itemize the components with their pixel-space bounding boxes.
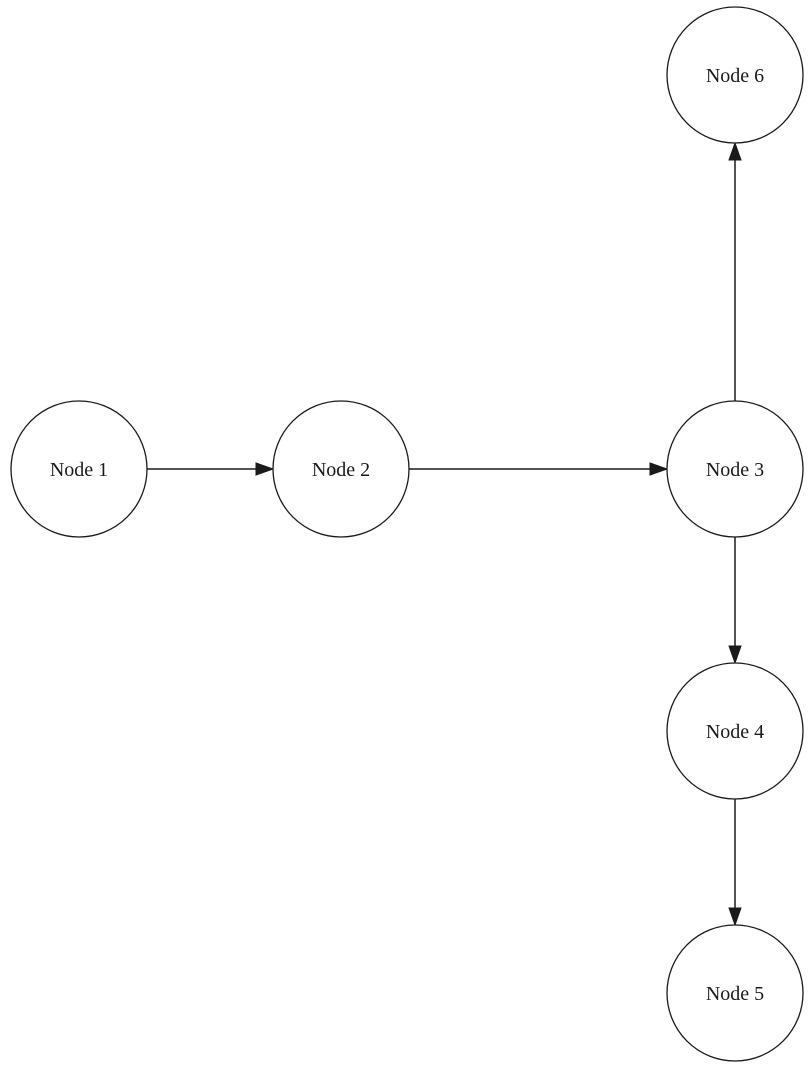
node-4: Node 4 <box>666 662 804 800</box>
arrowhead-icon <box>255 462 275 476</box>
edge-n4-n5 <box>728 799 742 927</box>
node-circle <box>272 400 410 538</box>
node-circle <box>666 662 804 800</box>
node-label: Node 1 <box>50 459 108 481</box>
node-label: Node 3 <box>706 459 764 481</box>
node-circle <box>10 400 148 538</box>
node-label: Node 5 <box>706 983 764 1005</box>
node-circle <box>666 6 804 144</box>
edge-n1-n2 <box>147 462 275 476</box>
node-2: Node 2 <box>272 400 410 538</box>
node-1: Node 1 <box>10 400 148 538</box>
edge-n3-n4 <box>728 537 742 665</box>
node-circle <box>666 924 804 1062</box>
node-label: Node 6 <box>706 65 764 87</box>
node-6: Node 6 <box>666 6 804 144</box>
node-label: Node 4 <box>706 721 764 743</box>
node-label: Node 2 <box>312 459 370 481</box>
edge-n2-n3 <box>409 462 669 476</box>
node-circle <box>666 400 804 538</box>
nodes-layer: Node 1 Node 2 Node 3 Node 4 Node 5 Node 6 <box>10 6 804 1062</box>
arrowhead-icon <box>649 462 669 476</box>
arrowhead-icon <box>728 907 742 927</box>
arrowhead-icon <box>728 645 742 665</box>
node-3: Node 3 <box>666 400 804 538</box>
node-5: Node 5 <box>666 924 804 1062</box>
arrowhead-icon <box>728 141 742 161</box>
edge-n3-n6 <box>728 141 742 401</box>
edges-layer <box>147 141 742 927</box>
